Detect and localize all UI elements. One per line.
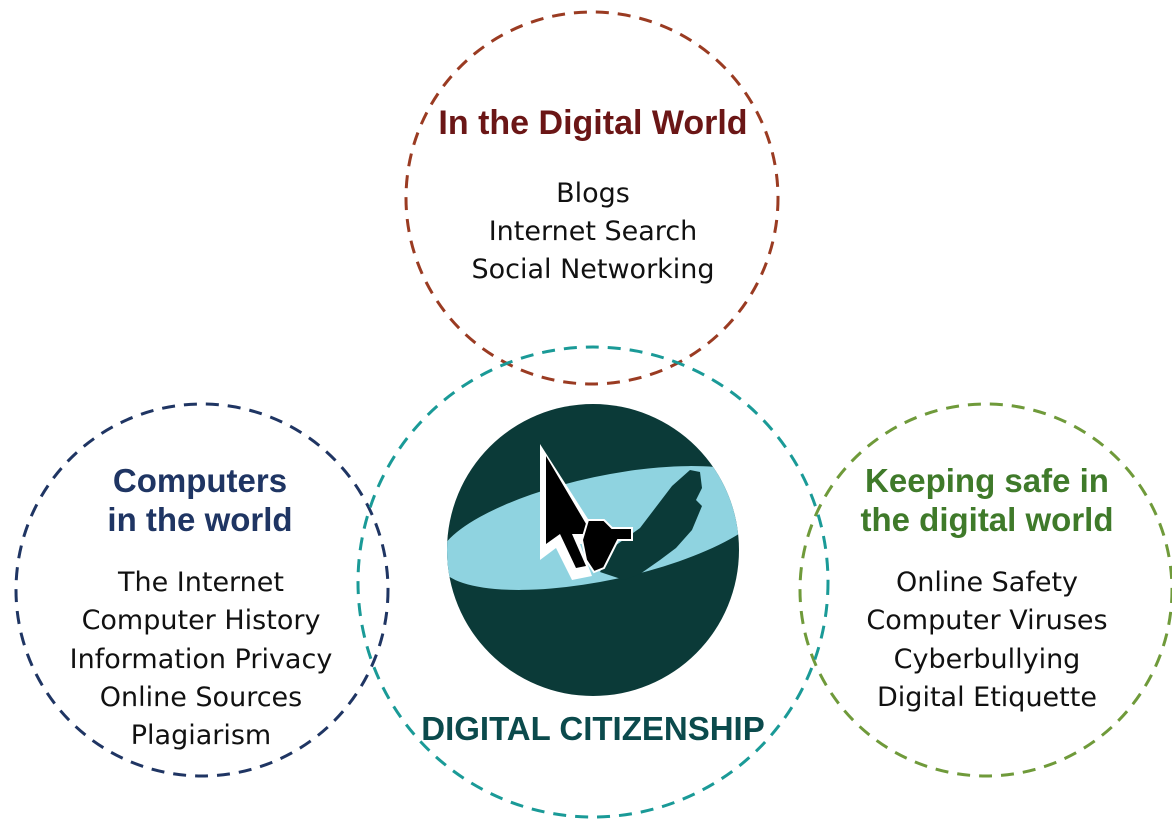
top-title: In the Digital World (438, 104, 747, 142)
top-item: Blogs (556, 178, 630, 209)
left-item: Computer History (82, 605, 321, 636)
top-ring (404, 10, 780, 386)
left-item: The Internet (117, 567, 284, 598)
right-item: Digital Etiquette (877, 682, 1097, 713)
cursor-arrow-icon (540, 444, 604, 580)
left-title-line: in the world (107, 501, 292, 538)
center-ring (356, 345, 830, 819)
top-item: Social Networking (471, 254, 714, 285)
right-title-line: Keeping safe in (865, 462, 1109, 499)
right-item: Online Safety (896, 567, 1078, 598)
right-ring (798, 402, 1172, 778)
cursor-hand-icon (580, 519, 633, 574)
left-title-line: Computers (113, 462, 287, 499)
right-item: Cyberbullying (894, 644, 1081, 675)
right-item: Computer Viruses (866, 605, 1107, 636)
left-item: Plagiarism (131, 720, 271, 751)
left-item: Information Privacy (70, 644, 333, 675)
hand-shadow-icon (600, 470, 702, 580)
left-item: Online Sources (100, 682, 302, 713)
digital-citizenship-logo (447, 404, 739, 696)
left-ring (14, 402, 390, 778)
top-item: Internet Search (489, 216, 698, 247)
right-title-line: the digital world (861, 501, 1114, 538)
center-label: DIGITAL CITIZENSHIP (421, 710, 764, 747)
